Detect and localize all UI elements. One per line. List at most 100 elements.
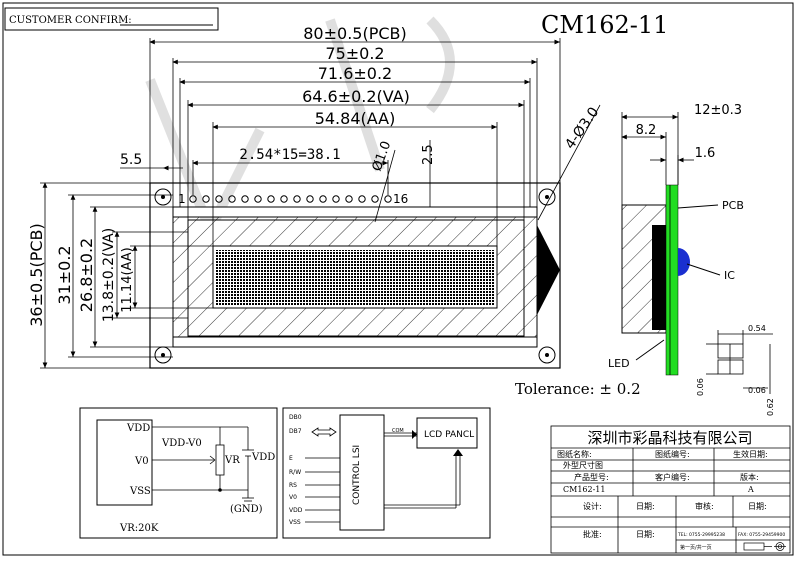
tb-date1: 日期: bbox=[636, 502, 655, 511]
tb-subtitle: 外型尺寸图 bbox=[563, 460, 603, 470]
dim-aa-height: 11.14(AA) bbox=[120, 247, 135, 313]
dim-pin-edge: 2.5 bbox=[421, 144, 436, 165]
label-ic: IC bbox=[724, 269, 735, 282]
dim-va2-height: 13.8±0.2(VA) bbox=[101, 228, 117, 322]
com-label: COM bbox=[392, 428, 404, 434]
circuit-vdd: VDD bbox=[126, 423, 150, 434]
tb-date-created: 生效日期: bbox=[733, 449, 768, 459]
tb-version: 版本: bbox=[740, 472, 759, 482]
left-dimension-lines bbox=[40, 182, 213, 369]
circuit-v0: V0 bbox=[134, 456, 149, 467]
tb-model-value: CM162-11 bbox=[563, 485, 605, 494]
block-pin-label: VSS bbox=[289, 519, 301, 526]
tb-customer-model: 客户编号: bbox=[655, 472, 690, 482]
block-pin-label: V0 bbox=[289, 494, 297, 501]
dim-aa-width: 54.84(AA) bbox=[315, 109, 396, 128]
company-name: 深圳市彩晶科技有限公司 bbox=[587, 429, 752, 447]
side-dimension-lines bbox=[621, 112, 694, 205]
tb-tel: TEL: 0755-29995238 bbox=[677, 532, 725, 538]
tb-approve: 批准: bbox=[583, 529, 602, 539]
mount-hole bbox=[154, 188, 172, 206]
dot-matrix bbox=[216, 250, 494, 305]
tb-design: 设计: bbox=[583, 501, 602, 511]
dim-pin-offset: 5.5 bbox=[120, 152, 142, 168]
circuit-vr: VR bbox=[224, 455, 240, 466]
dot-detail bbox=[706, 330, 773, 394]
dim-pcb-width: 80±0.5(PCB) bbox=[303, 24, 407, 43]
tb-version-value: A bbox=[747, 485, 754, 494]
title-block bbox=[550, 425, 791, 554]
pin-hole bbox=[345, 195, 353, 203]
circuit-gnd: (GND) bbox=[230, 504, 263, 515]
pin-hole bbox=[293, 195, 301, 203]
customer-confirm-label: CUSTOMER CONFIRM: bbox=[9, 15, 132, 26]
pin-hole bbox=[228, 195, 236, 203]
pin-hole bbox=[215, 195, 223, 203]
outer-frame bbox=[2, 2, 794, 556]
tolerance-note: Tolerance: ± 0.2 bbox=[515, 380, 641, 398]
tb-drawing-no: 图纸编号: bbox=[655, 449, 690, 459]
circuit-vss: VSS bbox=[129, 486, 151, 497]
dim-va-height: 26.8±0.2 bbox=[77, 238, 96, 312]
circuit-vdd-v0: VDD-V0 bbox=[161, 438, 202, 449]
dim-outline-height: 31±0.2 bbox=[55, 245, 74, 304]
block-diagram bbox=[282, 407, 491, 539]
tb-review: 审核: bbox=[695, 501, 714, 511]
controller-box bbox=[339, 414, 385, 531]
pin-row bbox=[189, 195, 392, 203]
tb-fax: FAX: 0755-29459900 bbox=[738, 532, 785, 538]
label-pcb: PCB bbox=[722, 199, 744, 212]
dot-gap-v: 0.06 bbox=[696, 378, 705, 396]
dim-depth: 8.2 bbox=[636, 123, 657, 138]
dim-hole-dia: 4-Ø3.0 bbox=[562, 104, 602, 152]
dim-bezel-width: 71.6±0.2 bbox=[318, 64, 392, 83]
dot-pitch-w: 0.54 bbox=[748, 324, 766, 333]
ic-blob bbox=[678, 248, 690, 276]
pcb-board bbox=[665, 184, 679, 376]
pin-hole bbox=[254, 195, 262, 203]
label-led: LED bbox=[608, 357, 630, 370]
controller-label: CONTROL LSI bbox=[352, 445, 362, 505]
pin-hole bbox=[371, 195, 379, 203]
dot-pitch-h: 0.62 bbox=[766, 398, 775, 416]
tb-product-model: 产品型号: bbox=[574, 472, 609, 482]
projection-symbol-icon bbox=[743, 542, 786, 551]
pin-hole bbox=[332, 195, 340, 203]
pin-hole bbox=[241, 195, 249, 203]
contrast-circuit bbox=[79, 407, 278, 539]
top-dimension-lines bbox=[120, 38, 601, 246]
front-view bbox=[149, 182, 561, 369]
dim-va-width: 64.6±0.2(VA) bbox=[302, 87, 410, 106]
tb-date2: 日期: bbox=[748, 502, 767, 511]
tb-drawing-name: 图纸名称: bbox=[557, 449, 592, 459]
pin-hole bbox=[358, 195, 366, 203]
pin-hole bbox=[319, 195, 327, 203]
block-pin-label: DB7 bbox=[289, 428, 302, 435]
side-view bbox=[621, 184, 721, 376]
dim-pcb-thick: 1.6 bbox=[695, 146, 716, 161]
dim-thickness: 12±0.3 bbox=[694, 103, 742, 118]
lcd-label: LCD PANCL bbox=[424, 430, 474, 440]
tb-date3: 日期: bbox=[636, 530, 655, 539]
circuit-vdd-right: VDD bbox=[251, 452, 275, 463]
pin-hole bbox=[280, 195, 288, 203]
dim-pcb-height: 36±0.5(PCB) bbox=[27, 223, 46, 327]
pin-hole bbox=[189, 195, 197, 203]
mount-hole bbox=[538, 346, 556, 364]
pin-hole bbox=[202, 195, 210, 203]
pin-1-label: 1 bbox=[178, 192, 186, 206]
model-title: CM162-11 bbox=[541, 11, 668, 39]
backlight-tab bbox=[537, 225, 560, 315]
block-pin-label: E bbox=[289, 455, 293, 462]
pin-hole bbox=[306, 195, 314, 203]
pcb-outline bbox=[149, 182, 561, 369]
block-pin-label: R/W bbox=[289, 469, 301, 476]
block-pin-label: VDD bbox=[289, 507, 303, 514]
tb-page: 第一页/共一页 bbox=[680, 544, 712, 551]
customer-confirm-box bbox=[4, 7, 219, 31]
pin-hole bbox=[384, 195, 392, 203]
pin-16-label: 16 bbox=[393, 192, 408, 206]
circuit-vr-value: VR:20K bbox=[119, 523, 159, 534]
